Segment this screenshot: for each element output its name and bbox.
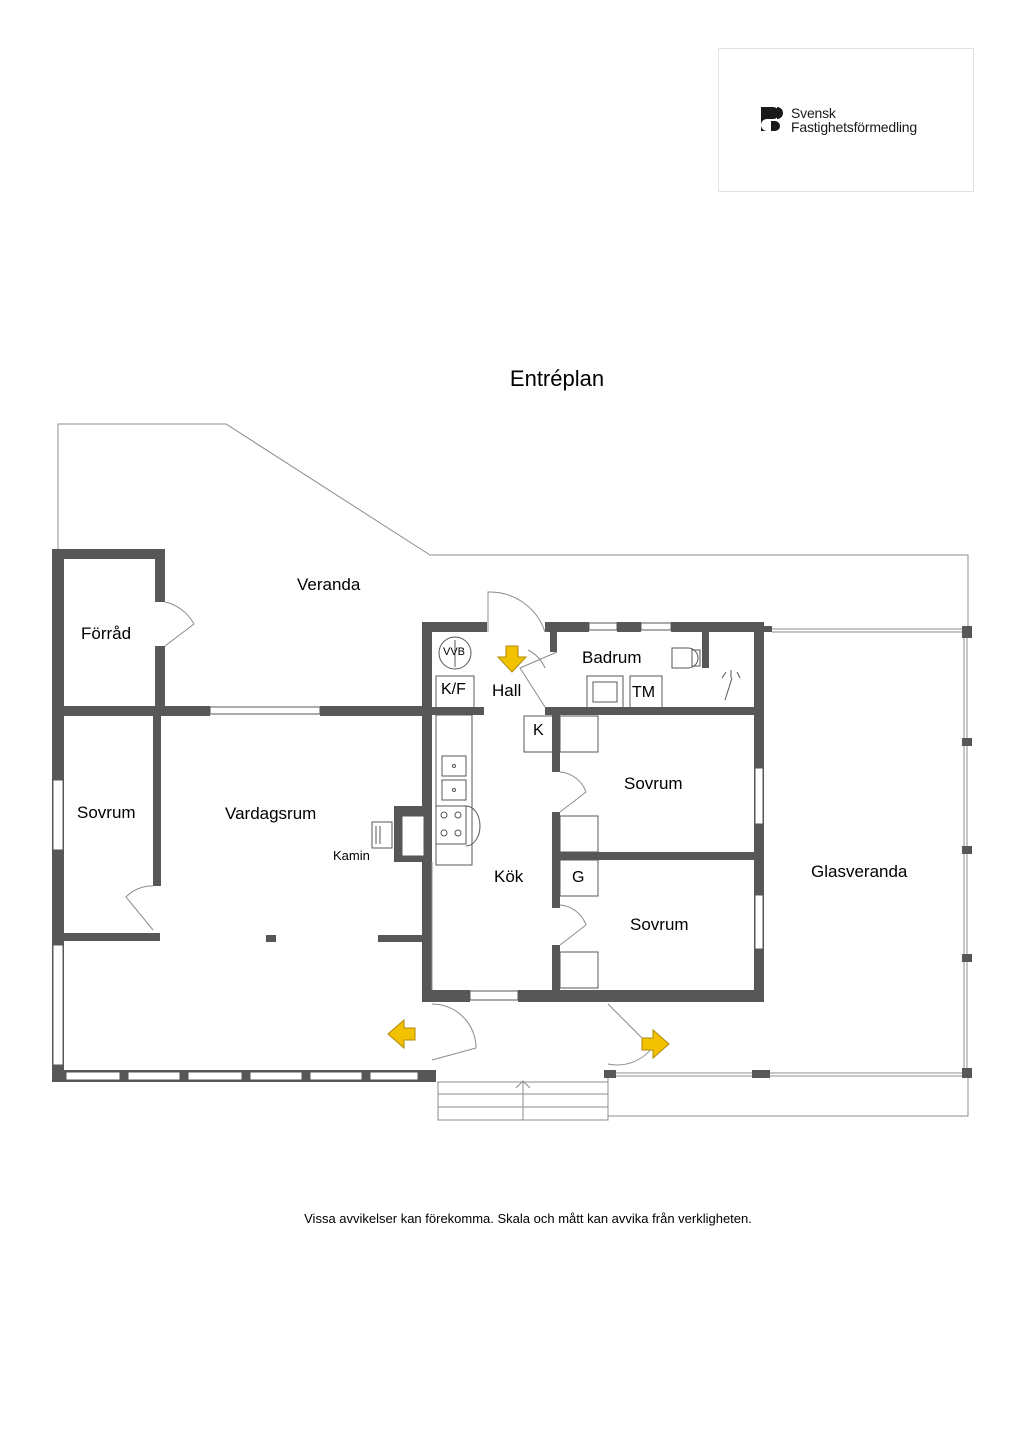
entrance-arrow-icon [387, 1018, 416, 1050]
room-sovrum-lower: Sovrum [630, 915, 689, 934]
disclaimer: Vissa avvikelser kan förekomma. Skala oc… [304, 1211, 752, 1226]
room-hall: Hall [492, 681, 522, 700]
label-tm: TM [632, 684, 656, 701]
room-sovrum-upper: Sovrum [624, 774, 683, 793]
room-veranda: Veranda [297, 575, 361, 594]
plan-title: Entréplan [509, 366, 605, 391]
room-forrad: Förråd [81, 624, 132, 643]
label-kamin: Kamin [333, 848, 370, 863]
logo-line1: Svensk [791, 105, 836, 121]
outdoor-outlines [57, 423, 969, 1117]
forrad-wall [52, 549, 165, 559]
shower-icon [721, 670, 741, 701]
windows [52, 622, 764, 1081]
room-sovrum-west: Sovrum [77, 803, 136, 822]
kitchen-counter [435, 714, 473, 866]
sovrum-west-door [125, 885, 154, 931]
stairs-icon [437, 1080, 609, 1121]
logo-mark-icon [761, 107, 783, 131]
fireplace-icon [371, 821, 393, 849]
toilet-icon [671, 647, 699, 669]
entrance-arrow-icon [496, 645, 528, 673]
fixtures [371, 636, 741, 989]
label-k: K [533, 722, 544, 739]
south-entry-door [431, 1003, 477, 1061]
sovrum-upper-door [559, 771, 587, 813]
room-glasveranda: Glasveranda [811, 862, 908, 881]
logo-text: Svensk Fastighetsförmedling [791, 106, 917, 134]
water-heater-icon [438, 636, 472, 670]
logo-box: Svensk Fastighetsförmedling [718, 48, 974, 192]
entrance-arrow-icon [641, 1028, 670, 1060]
room-badrum: Badrum [582, 648, 642, 667]
label-kf: K/F [441, 681, 466, 698]
sovrum-lower-door [559, 904, 587, 946]
room-vardagsrum: Vardagsrum [225, 804, 317, 823]
glasveranda-outline [608, 1076, 969, 1117]
veranda-outline [57, 423, 969, 626]
doors [125, 591, 653, 1066]
badrum-door [527, 649, 546, 669]
glasveranda-door [607, 1003, 653, 1066]
label-vvb: VVB [443, 646, 466, 658]
logo-line2: Fastighetsförmedling [791, 119, 917, 135]
hall-entry-door [487, 591, 546, 633]
sink-icon [592, 681, 618, 703]
forrad-door [164, 601, 195, 647]
label-g: G [572, 869, 585, 886]
room-kok: Kök [494, 867, 524, 886]
entrance-arrows [387, 645, 670, 1060]
stove-icon [435, 805, 467, 845]
